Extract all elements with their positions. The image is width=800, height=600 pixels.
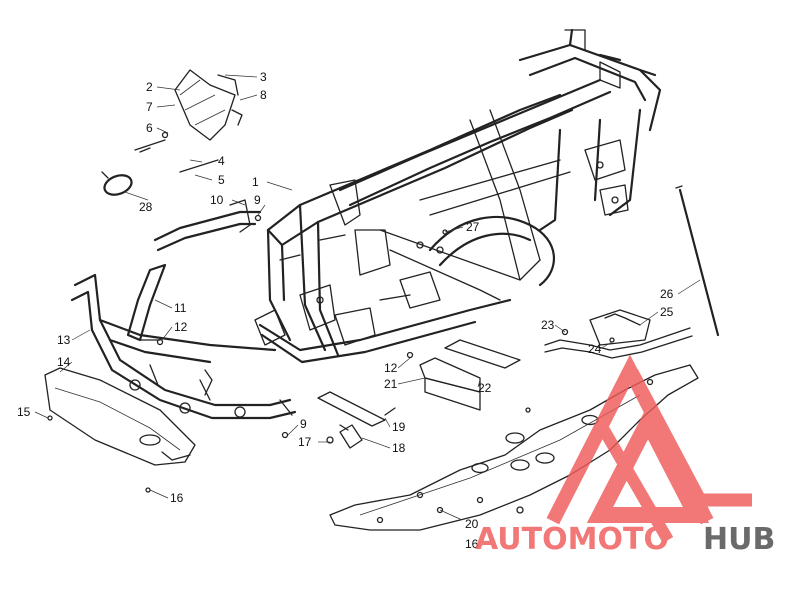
callout-27: 27: [466, 220, 480, 234]
callout-2: 2: [146, 80, 153, 94]
callout-20: 20: [465, 517, 479, 531]
callout-17: 17: [298, 435, 312, 449]
front-bracket: [153, 199, 262, 252]
front-bumper: [70, 273, 297, 420]
callout-16-right: 16: [465, 537, 479, 551]
main-frame: [254, 28, 662, 364]
callout-7: 7: [146, 100, 153, 114]
callout-14: 14: [57, 355, 71, 369]
callout-5: 5: [218, 173, 225, 187]
callout-12-right: 12: [384, 361, 398, 375]
callout-23: 23: [541, 318, 555, 332]
callout-4: 4: [218, 154, 225, 168]
callout-10: 10: [210, 193, 224, 207]
callout-25: 25: [660, 305, 674, 319]
callout-21: 21: [384, 377, 398, 391]
step-bar: [317, 391, 396, 449]
watermark-logo: AUTOMOTO HUB: [475, 354, 775, 557]
front-guard-piece: [134, 69, 243, 173]
callout-26: 26: [660, 287, 674, 301]
side-plates: [419, 339, 521, 411]
watermark-text-secondary: HUB: [703, 522, 775, 557]
callout-19: 19: [392, 420, 406, 434]
callout-labels: 1 2 3 4 5 6 7 8 9 9 10 11 12 12 13 14 15…: [17, 70, 674, 551]
callout-9-upper: 9: [254, 193, 261, 207]
hardware: [47, 214, 615, 493]
callout-9-lower: 9: [300, 417, 307, 431]
main-skid-plate: [329, 364, 699, 531]
leader-lines: [34, 74, 701, 521]
hose-clamp: [101, 171, 133, 196]
callout-18: 18: [392, 441, 406, 455]
callout-24: 24: [588, 342, 602, 356]
bumper-support-arm: [126, 263, 167, 342]
callout-28: 28: [139, 200, 153, 214]
triangle-logo-mark: [546, 354, 752, 544]
callout-3: 3: [260, 70, 267, 84]
callout-1: 1: [252, 175, 259, 189]
callout-11: 11: [174, 301, 187, 315]
callout-13: 13: [57, 333, 71, 347]
callout-22: 22: [478, 381, 492, 395]
callout-16-left: 16: [170, 491, 184, 505]
tie-rod: [675, 185, 720, 337]
front-skid-plate: [44, 367, 196, 466]
callout-15: 15: [17, 405, 31, 419]
callout-6: 6: [146, 121, 153, 135]
callout-12-left: 12: [174, 320, 188, 334]
callout-8: 8: [260, 88, 267, 102]
rear-bracket: [544, 309, 693, 359]
watermark-text-primary: AUTOMOTO: [475, 522, 669, 557]
